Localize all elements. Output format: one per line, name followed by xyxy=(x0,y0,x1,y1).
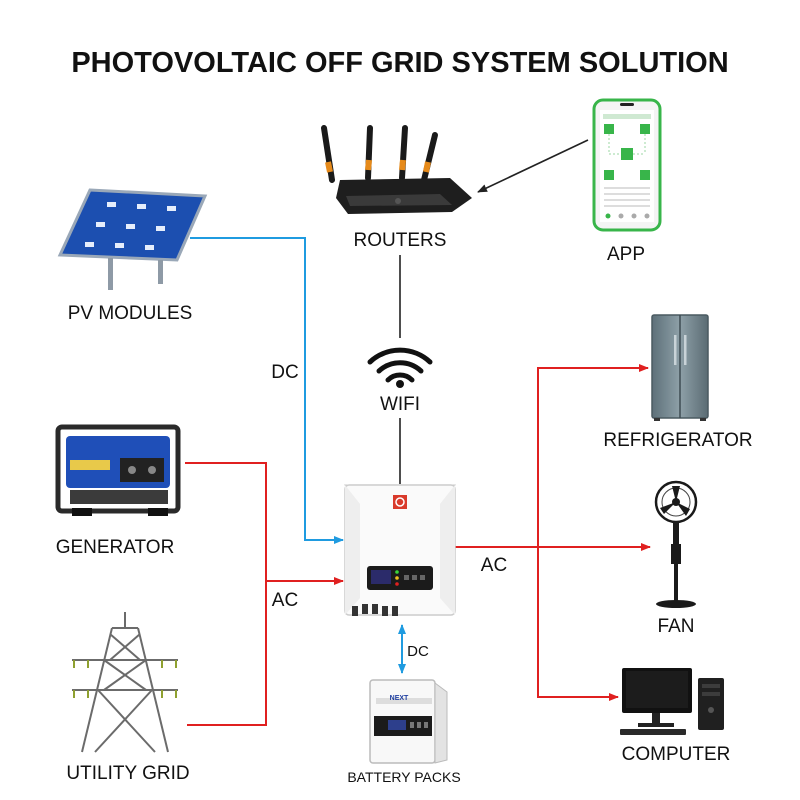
dc-battery-label: DC xyxy=(407,643,429,660)
wifi-label: WIFI xyxy=(380,394,420,415)
battery-brand-logo: NEXT xyxy=(390,695,409,702)
generator-label: GENERATOR xyxy=(56,537,175,558)
app-router-line xyxy=(477,139,589,193)
ac-input-label: AC xyxy=(272,590,298,611)
fan-label: FAN xyxy=(658,616,695,637)
app-label: APP xyxy=(607,244,645,265)
ac-output-label: AC xyxy=(481,555,507,576)
battery-pack-image xyxy=(369,679,448,764)
ac-output-computer-line xyxy=(537,547,619,701)
diagram-title: PHOTOVOLTAIC OFF GRID SYSTEM SOLUTION xyxy=(71,47,728,79)
app-phone-image xyxy=(592,98,662,232)
computer-image xyxy=(620,668,724,735)
refrigerator-label: REFRIGERATOR xyxy=(603,430,752,451)
refrigerator-image xyxy=(651,314,709,421)
ac-output-fridge-line xyxy=(537,364,649,547)
wifi-icon xyxy=(367,347,433,388)
routers-label: ROUTERS xyxy=(354,230,447,251)
battery-packs-label: BATTERY PACKS xyxy=(347,769,460,785)
generator-image xyxy=(55,424,181,516)
solar-panel-image xyxy=(57,188,208,290)
dc-pv-line xyxy=(190,237,344,544)
pv-modules-label: PV MODULES xyxy=(68,303,193,324)
inverter-image xyxy=(343,484,457,616)
fan-image xyxy=(654,480,698,608)
utility-grid-label: UTILITY GRID xyxy=(66,763,189,784)
router-image xyxy=(321,125,472,214)
utility-grid-tower-image xyxy=(72,612,178,753)
dc-pv-label: DC xyxy=(271,362,298,383)
ac-input-line xyxy=(185,462,267,726)
computer-label: COMPUTER xyxy=(622,744,731,765)
